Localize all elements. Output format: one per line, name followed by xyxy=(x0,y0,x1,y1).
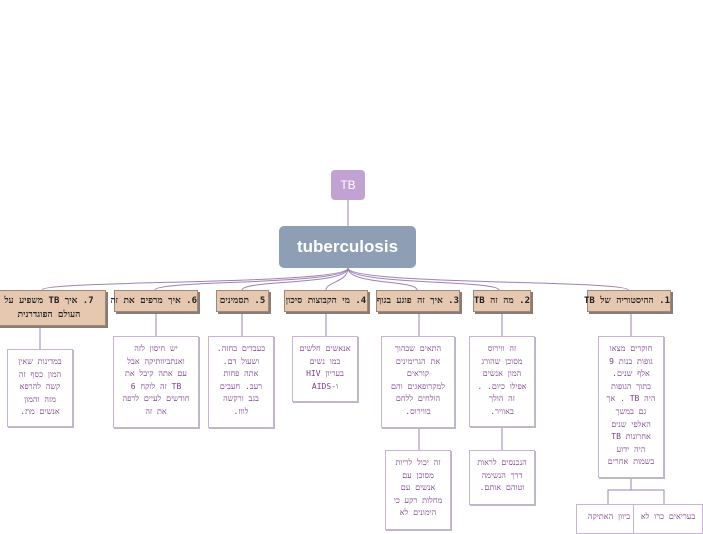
link-main-to-topic-6 xyxy=(154,267,349,291)
note-world-impact: במדינות שאין המון כסף זה קשה להרפא מזה ו… xyxy=(7,349,73,427)
link-main-to-topic-7 xyxy=(41,267,349,291)
link-main-to-topic-2 xyxy=(347,267,500,291)
note-treatment: יש חיסון לזה ואנתביוותיקה אבל עם אתה קיב… xyxy=(113,336,199,428)
link-main-to-topic-3 xyxy=(347,267,418,291)
note-background-illness: זה יכול לריות מסוכן עם אנשים עם מחלות רק… xyxy=(385,450,451,530)
link-main-to-topic-5 xyxy=(241,267,349,291)
link-note-1-to-note-11 xyxy=(630,478,665,504)
note-risk-groups: אנאשים חלשים כמו נשים בעריון HIV ו-AIDS xyxy=(292,336,358,402)
note-history: חוקרים מצאו גופות בנות 9 אלף שנים. בתוך … xyxy=(598,336,664,478)
topic-how-it-harms-body[interactable]: 3. איך זה פוגע בגוף xyxy=(376,290,460,312)
topic-symptoms[interactable]: 5. תסמינים xyxy=(216,290,269,312)
tb-node[interactable]: TB xyxy=(331,170,365,200)
link-note-1-to-note-10 xyxy=(607,478,632,504)
note-what-is-tb: זה ווירוס מסוכן שהורג המון אנשים אפילו כ… xyxy=(469,336,535,427)
connector-lines xyxy=(39,200,665,504)
topic-world-impact[interactable]: 7. איך TB משפיע על העולם הפוגדרנית xyxy=(0,290,106,326)
link-main-to-topic-4 xyxy=(325,267,349,291)
note-breathing: הנכנסים לראות דרך הנשימה וטוהם אותם. xyxy=(469,450,535,505)
note-body-cells: התאים שבהוך את הגרימינים קוראים למקרופאג… xyxy=(381,336,455,428)
central-topic-tuberculosis[interactable]: tuberculosis xyxy=(279,226,416,268)
note-history-sub-2: בעריאים כרו לא xyxy=(633,504,703,534)
topic-treatment[interactable]: 6. איך מרפים את זה xyxy=(110,290,198,312)
note-symptoms: כעבדים בחזה. ושעול דם. אתה פחות רעב. חעב… xyxy=(208,336,274,428)
topic-what-is-tb[interactable]: 2. מה זה TB xyxy=(473,290,531,312)
topic-history[interactable]: 1. ההיסטוריה של TB xyxy=(584,290,671,312)
topic-risk-groups[interactable]: 4. מי הקבוצות סיכון xyxy=(284,290,368,312)
link-main-to-topic-1 xyxy=(347,267,629,291)
